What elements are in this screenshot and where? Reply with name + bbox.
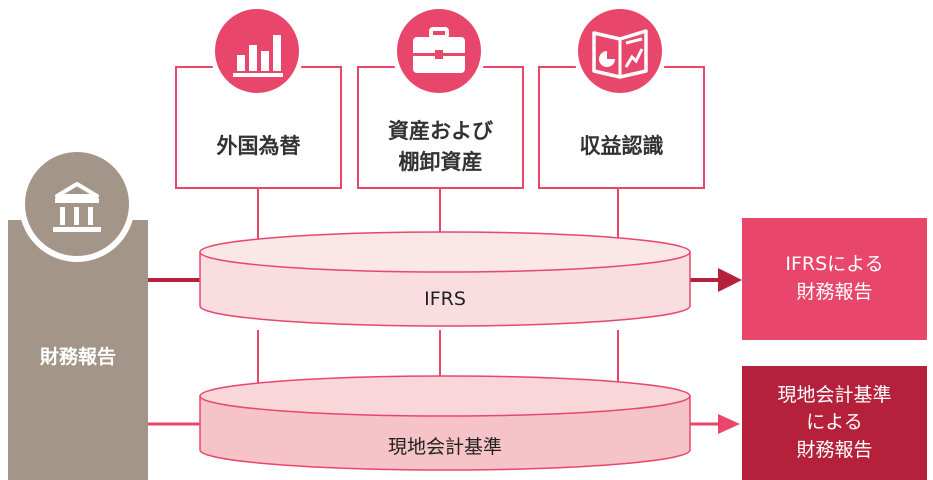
topic-icon-circle — [573, 4, 667, 98]
output-arrowhead-ifrs — [718, 268, 742, 292]
source-label: 財務報告 — [39, 346, 116, 368]
ifrs-layer-label: IFRS — [424, 288, 466, 310]
topic-icon-circle — [210, 4, 304, 98]
bar-chart-icon — [233, 35, 283, 77]
topic-label-assets: 資産および 棚卸資産 — [388, 119, 493, 174]
source-pillar — [8, 220, 148, 480]
ifrs-disk — [199, 231, 691, 327]
local-gaap-layer-label: 現地会計基準 — [387, 436, 502, 458]
local-gaap-disk — [199, 375, 691, 471]
output-arrowhead-local — [718, 414, 740, 434]
briefcase-icon — [413, 27, 465, 73]
output-local-report: 現地会計基準 による 財務報告 — [742, 366, 927, 480]
report-chart-icon — [592, 29, 648, 79]
topic-label-revenue: 収益認識 — [579, 134, 664, 159]
topic-label-forex: 外国為替 — [216, 134, 301, 159]
bank-icon — [53, 182, 101, 232]
topic-icon-circle — [392, 4, 486, 98]
source-icon-circle — [19, 146, 135, 262]
output-ifrs-report: IFRSによる 財務報告 — [742, 218, 927, 340]
